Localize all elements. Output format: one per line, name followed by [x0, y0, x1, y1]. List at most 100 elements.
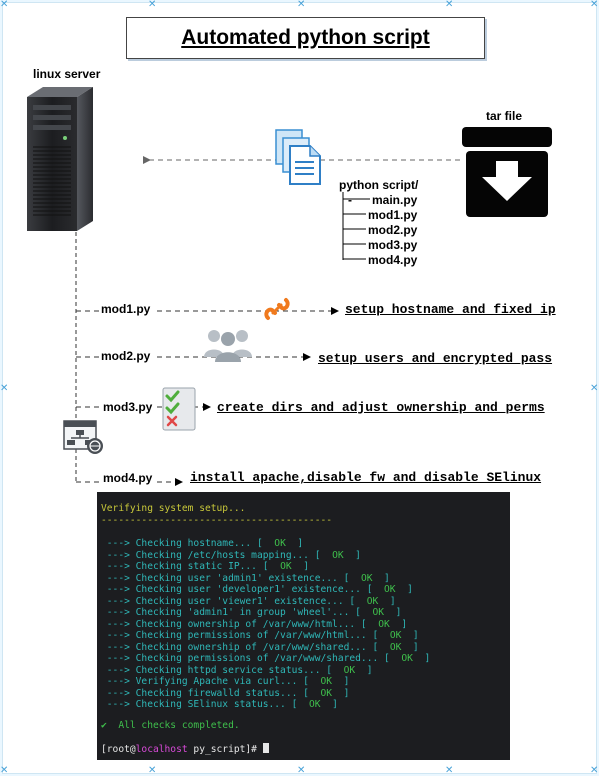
check-pad: [390, 653, 402, 664]
check-pad: [361, 607, 373, 618]
check-text: ---> Checking httpd service status... [: [101, 664, 333, 676]
tree-item-mod1: mod1.py: [368, 208, 418, 222]
task-mod4: install apache,disable fw and disable SE…: [190, 470, 542, 485]
terminal-check-line: ---> Verifying Apache via curl... [ OK ]: [101, 676, 350, 688]
check-bracket: ]: [412, 653, 431, 664]
corner-marker: ✕: [297, 765, 306, 776]
server-label: linux server: [33, 67, 101, 81]
checklist-icon: [162, 387, 196, 431]
terminal-check-line: ---> Checking user 'admin1' existence...…: [101, 573, 390, 585]
terminal-check-line: ---> Checking /etc/hosts mapping... [ OK…: [101, 550, 361, 562]
documents-icon: [275, 129, 321, 185]
check-text: ---> Checking firewalld status... [: [101, 687, 309, 699]
corner-marker: ✕: [148, 0, 157, 10]
tree-item-main: main.py: [372, 193, 418, 207]
check-pad: [367, 619, 379, 630]
terminal-check-line: ---> Checking 'admin1' in group 'wheel'.…: [101, 607, 402, 619]
server-icon: [27, 87, 93, 231]
terminal-check-line: ---> Checking httpd service status... [ …: [101, 665, 373, 677]
terminal-prompt[interactable]: [root@localhost py_script]#: [101, 743, 269, 756]
terminal-check-line: ---> Checking permissions of /var/www/ht…: [101, 630, 419, 642]
check-status: OK: [320, 687, 333, 699]
corner-marker: ✕: [0, 0, 9, 10]
check-status: OK: [332, 549, 344, 561]
prompt-host: localhost: [135, 744, 188, 755]
check-bracket: ]: [384, 607, 402, 618]
corner-marker: ✕: [148, 765, 157, 776]
terminal-header: Verifying system setup...: [101, 503, 246, 514]
title-box: Automated python script: [126, 17, 485, 59]
check-text: ---> Checking user 'viewer1' existence..…: [101, 595, 356, 607]
check-text: ---> Checking permissions of /var/www/sh…: [101, 653, 390, 664]
network-server-icon: [63, 420, 103, 454]
terminal-check-line: ---> Checking static IP... [ OK ]: [101, 561, 309, 573]
check-pad: [309, 688, 321, 699]
prompt-user: [root@: [101, 744, 136, 755]
corner-marker: ✕: [590, 383, 599, 394]
corner-marker: ✕: [445, 0, 454, 10]
check-bracket: ]: [343, 549, 361, 561]
prompt-path: py_script]#: [187, 744, 263, 755]
terminal-divider: ----------------------------------------: [101, 515, 333, 526]
check-status: OK: [389, 630, 402, 641]
terminal-check-line: ---> Checking permissions of /var/www/sh…: [101, 653, 430, 665]
terminal-check-line: ---> Checking ownership of /var/www/html…: [101, 619, 407, 631]
check-bracket: ]: [285, 538, 304, 549]
corner-marker: ✕: [0, 383, 9, 394]
check-bracket: ]: [389, 618, 408, 630]
check-status: OK: [389, 641, 402, 653]
module-label-mod3: mod3.py: [101, 398, 157, 416]
check-text: ---> Checking permissions of /var/www/ht…: [101, 630, 379, 641]
check-status: OK: [280, 561, 292, 572]
terminal-window: Verifying system setup... --------------…: [97, 492, 510, 760]
link-icon: [264, 298, 290, 320]
check-bracket: ]: [401, 641, 419, 653]
check-pad: [378, 630, 390, 641]
check-status: OK: [378, 618, 390, 630]
corner-marker: ✕: [590, 0, 599, 10]
check-text: ---> Checking SElinux status... [: [101, 699, 298, 710]
task-mod1: setup hostname and fixed ip: [345, 302, 556, 317]
check-status: OK: [308, 699, 321, 710]
diagram-title: Automated python script: [181, 26, 430, 49]
check-text: ---> Checking 'admin1' in group 'wheel'.…: [101, 607, 361, 618]
corner-marker: ✕: [0, 765, 9, 776]
check-pad: [372, 584, 384, 595]
terminal-check-line: ---> Checking user 'viewer1' existence..…: [101, 596, 396, 608]
check-text: ---> Checking hostname... [: [101, 538, 263, 549]
check-status: OK: [384, 584, 396, 595]
check-pad: [309, 676, 321, 687]
module-label-mod2: mod2.py: [99, 347, 155, 365]
tree-item-dot: -: [348, 193, 352, 207]
check-pad: [378, 642, 390, 653]
check-pad: [297, 699, 309, 710]
check-text: ---> Checking user 'admin1' existence...…: [101, 572, 350, 584]
check-status: OK: [274, 538, 286, 549]
module-label-mod1: mod1.py: [99, 300, 155, 318]
check-text: ---> Checking static IP... [: [101, 561, 269, 572]
users-icon: [204, 330, 252, 362]
corner-marker: ✕: [590, 765, 599, 776]
archive-icon: [462, 127, 552, 217]
terminal-check-line: ---> Checking ownership of /var/www/shar…: [101, 642, 419, 654]
terminal-check-line: ---> Checking user 'developer1' existenc…: [101, 584, 413, 596]
check-status: OK: [366, 595, 379, 607]
check-bracket: ]: [378, 595, 396, 607]
check-pad: [349, 573, 361, 584]
check-text: ---> Verifying Apache via curl... [: [101, 676, 309, 687]
terminal-check-line: ---> Checking firewalld status... [ OK ]: [101, 687, 350, 700]
tar-label: tar file: [486, 109, 523, 123]
check-text: ---> Checking user 'developer1' existenc…: [101, 584, 373, 595]
terminal-cursor: [262, 743, 269, 753]
terminal-done: ✔ All checks completed.: [101, 720, 240, 731]
task-mod2: setup users and encrypted pass: [318, 351, 553, 366]
check-pad: [269, 561, 281, 572]
tree-item-mod2: mod2.py: [368, 223, 418, 237]
check-pad: [355, 596, 367, 607]
tree-item-mod3: mod3.py: [368, 238, 418, 252]
check-bracket: ]: [332, 676, 350, 687]
check-pad: [321, 550, 333, 561]
corner-marker: ✕: [445, 765, 454, 776]
check-bracket: ]: [355, 664, 373, 676]
check-bracket: ]: [401, 630, 419, 641]
